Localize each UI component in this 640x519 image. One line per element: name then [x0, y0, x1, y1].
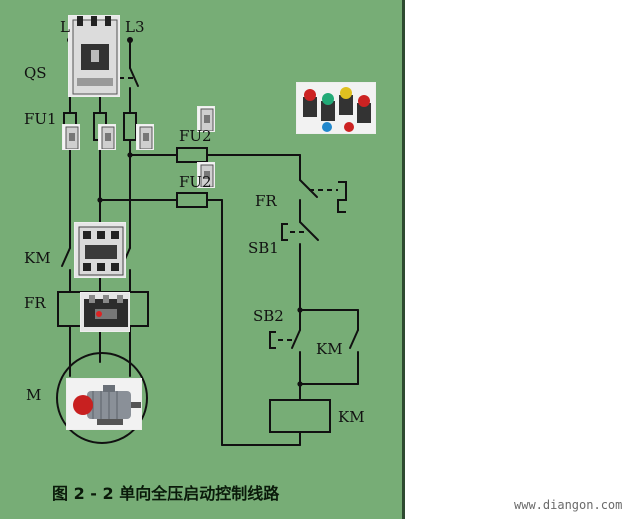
figure-caption: 图 2 - 2 单向全压启动控制线路: [52, 484, 280, 503]
circuit-diagram: [56, 37, 359, 446]
fuse-photo: [197, 106, 215, 132]
label-sb2: SB2: [253, 307, 284, 325]
fuse-photo: [98, 124, 116, 150]
label-fr-main: FR: [24, 294, 46, 312]
contactor-photo: [74, 222, 126, 278]
label-km-main: KM: [24, 249, 51, 267]
label-fu1: FU1: [24, 110, 57, 128]
motor-photo: [66, 378, 142, 430]
diagram-panel: L L3 QS FU1 FU2 FU2 FR SB1 SB2 KM KM KM …: [0, 0, 405, 519]
label-km-coil: KM: [338, 408, 365, 426]
label-sb1: SB1: [248, 239, 279, 257]
watermark: www.diangon.com: [514, 498, 623, 512]
fuse-photo: [62, 124, 80, 150]
label-fu2-upper: FU2: [179, 127, 212, 145]
thermal-relay-photo: [80, 292, 130, 332]
label-l3: L3: [125, 18, 145, 36]
label-km-aux: KM: [316, 340, 343, 358]
label-fr-control: FR: [255, 192, 277, 210]
label-qs: QS: [24, 64, 47, 82]
label-motor: M: [26, 386, 42, 404]
fuse-photo: [136, 124, 154, 150]
label-l1: L: [60, 18, 70, 36]
label-fu2-lower: FU2: [179, 173, 212, 191]
push-buttons-photo: [296, 82, 376, 134]
fuse-photo: [197, 162, 215, 188]
circuit-breaker-photo: [68, 15, 120, 97]
